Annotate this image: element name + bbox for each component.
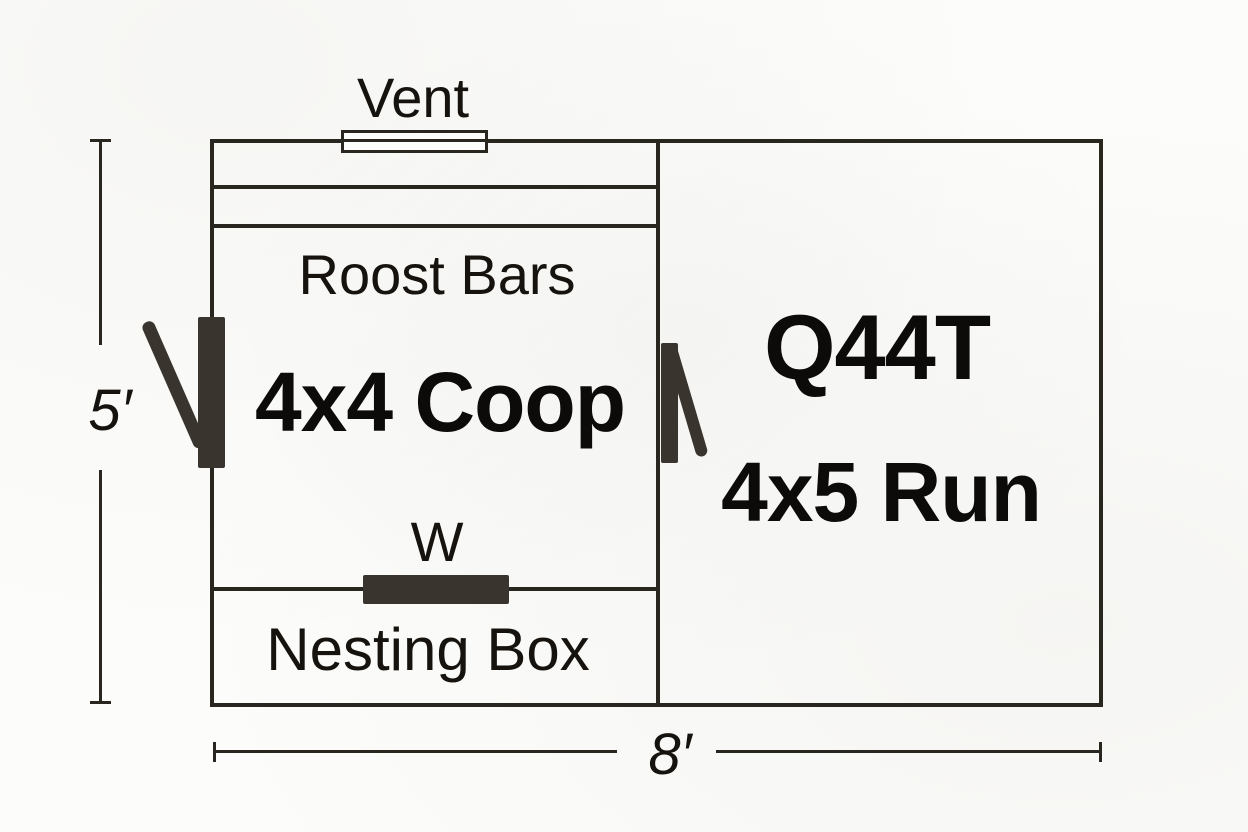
vent-inner-line xyxy=(344,139,485,142)
height-dimension-tick-bottom xyxy=(90,701,111,704)
coop-size-label: 4x4 Coop xyxy=(254,355,626,449)
roost-bar-line-2 xyxy=(212,224,658,228)
wall-right xyxy=(1099,139,1103,707)
width-dimension-line-right xyxy=(716,750,1102,753)
height-dimension-label: 5′ xyxy=(88,378,132,443)
height-dimension-tick-top xyxy=(90,139,111,142)
roost-bars-label: Roost Bars xyxy=(298,243,576,306)
window-symbol xyxy=(363,575,509,604)
model-label: Q44T xyxy=(763,297,991,399)
roost-bar-line-1 xyxy=(212,185,658,189)
width-dimension-tick-left xyxy=(213,742,216,762)
run-size-label: 4x5 Run xyxy=(721,445,1042,539)
window-label: W xyxy=(410,510,464,573)
wall-divider-coop-run xyxy=(656,139,660,707)
width-dimension-label: 8′ xyxy=(648,722,692,787)
height-dimension-line-lower xyxy=(99,470,102,703)
nesting-box-label: Nesting Box xyxy=(266,616,590,683)
vent-symbol xyxy=(341,130,488,153)
width-dimension-tick-right xyxy=(1099,742,1102,762)
height-dimension-line-upper xyxy=(99,139,102,345)
width-dimension-line-left xyxy=(213,750,617,753)
vent-label: Vent xyxy=(356,66,470,129)
